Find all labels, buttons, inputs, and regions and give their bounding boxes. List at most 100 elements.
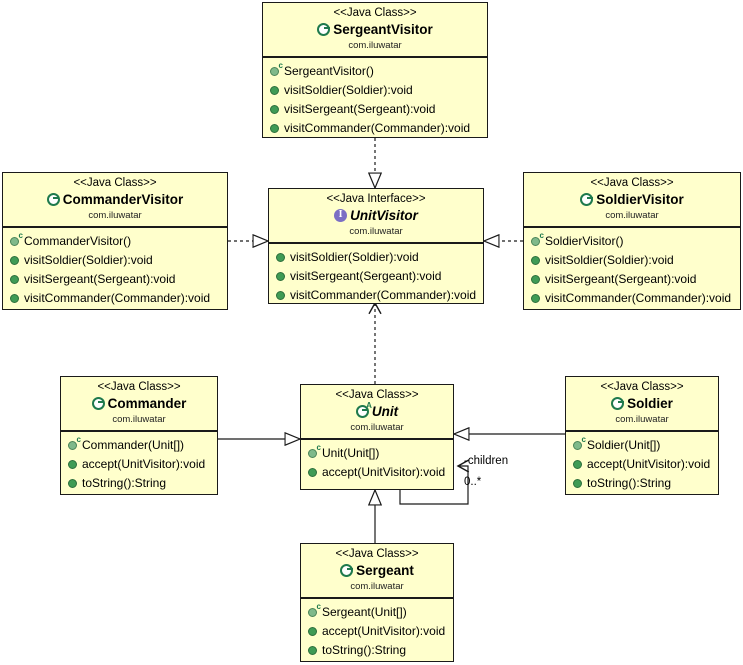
member-row[interactable]: c Soldier(Unit[]) bbox=[571, 436, 714, 455]
member-row[interactable]: visitCommander(Commander):void bbox=[529, 289, 736, 308]
member-label: Commander(Unit[]) bbox=[82, 438, 185, 452]
member-row[interactable]: visitSoldier(Soldier):void bbox=[529, 251, 736, 270]
method-icon bbox=[308, 468, 317, 477]
member-label: toString():String bbox=[322, 643, 407, 657]
class-name: CommanderVisitor bbox=[62, 192, 184, 207]
member-row[interactable]: c SergeantVisitor() bbox=[268, 62, 483, 81]
method-icon bbox=[573, 460, 582, 469]
member-label: SoldierVisitor() bbox=[545, 234, 624, 248]
constructor-icon: c bbox=[270, 62, 283, 76]
member-label: toString():String bbox=[587, 476, 672, 490]
member-row[interactable]: visitSergeant(Sergeant):void bbox=[8, 270, 223, 289]
member-row[interactable]: c Sergeant(Unit[]) bbox=[306, 603, 449, 622]
member-row[interactable]: visitCommander(Commander):void bbox=[268, 119, 483, 138]
constructor-icon: c bbox=[308, 444, 321, 458]
member-row[interactable]: accept(UnitVisitor):void bbox=[66, 455, 213, 474]
member-row[interactable]: visitSergeant(Sergeant):void bbox=[268, 100, 483, 119]
class-name: SergeantVisitor bbox=[333, 22, 433, 37]
association-multiplicity-label: 0..* bbox=[464, 476, 482, 488]
member-row[interactable]: visitSoldier(Soldier):void bbox=[268, 81, 483, 100]
member-label: accept(UnitVisitor):void bbox=[322, 624, 446, 638]
class-name: Unit bbox=[371, 404, 399, 419]
member-row[interactable]: visitSergeant(Sergeant):void bbox=[274, 267, 479, 286]
stereotype-label: <<Java Class>> bbox=[590, 177, 674, 189]
member-row[interactable]: accept(UnitVisitor):void bbox=[571, 455, 714, 474]
stereotype-label: <<Java Class>> bbox=[97, 381, 181, 393]
class-header: <<Java Class>> CommanderVisitor com.iluw… bbox=[3, 173, 227, 227]
constructor-icon: c bbox=[10, 232, 23, 246]
class-name: Soldier bbox=[627, 396, 673, 411]
interface-name: UnitVisitor bbox=[350, 208, 418, 223]
method-icon bbox=[531, 275, 540, 284]
member-row[interactable]: c Commander(Unit[]) bbox=[66, 436, 213, 455]
stereotype-label: <<Java Class>> bbox=[73, 177, 157, 189]
package-label: com.iluwatar bbox=[605, 210, 659, 221]
method-icon bbox=[10, 294, 19, 303]
member-label: accept(UnitVisitor):void bbox=[322, 465, 446, 479]
member-list: c Sergeant(Unit[]) accept(UnitVisitor):v… bbox=[301, 598, 453, 664]
method-icon bbox=[308, 627, 317, 636]
constructor-icon: c bbox=[531, 232, 544, 246]
class-header: <<Java Class>> SergeantVisitor com.iluwa… bbox=[263, 3, 487, 57]
constructor-icon: c bbox=[308, 603, 321, 617]
stereotype-label: <<Java Interface>> bbox=[326, 193, 426, 205]
member-list: c SergeantVisitor() visitSoldier(Soldier… bbox=[263, 57, 487, 142]
method-icon bbox=[531, 294, 540, 303]
member-row[interactable]: visitSergeant(Sergeant):void bbox=[529, 270, 736, 289]
class-header: <<Java Class>> Soldier com.iluwatar bbox=[566, 377, 718, 431]
class-box-commander[interactable]: <<Java Class>> Commander com.iluwatar c … bbox=[60, 376, 218, 495]
java-class-icon bbox=[46, 193, 60, 206]
member-row[interactable]: toString():String bbox=[571, 474, 714, 493]
class-title-line: CommanderVisitor bbox=[9, 191, 221, 208]
member-row[interactable]: accept(UnitVisitor):void bbox=[306, 622, 449, 641]
member-label: visitSoldier(Soldier):void bbox=[284, 83, 413, 97]
method-icon bbox=[276, 291, 285, 300]
class-box-unit[interactable]: <<Java Class>> A Unit com.iluwatar c Uni… bbox=[300, 384, 454, 490]
member-label: SergeantVisitor() bbox=[284, 64, 374, 78]
package-label: com.iluwatar bbox=[88, 210, 142, 221]
member-row[interactable]: visitCommander(Commander):void bbox=[274, 286, 479, 305]
method-icon bbox=[68, 460, 77, 469]
member-label: Soldier(Unit[]) bbox=[587, 438, 661, 452]
member-row[interactable]: visitCommander(Commander):void bbox=[8, 289, 223, 308]
class-box-commandervisitor[interactable]: <<Java Class>> CommanderVisitor com.iluw… bbox=[2, 172, 228, 310]
member-row[interactable]: toString():String bbox=[66, 474, 213, 493]
member-label: visitSoldier(Soldier):void bbox=[545, 253, 674, 267]
member-label: visitCommander(Commander):void bbox=[24, 291, 211, 305]
member-row[interactable]: accept(UnitVisitor):void bbox=[306, 463, 449, 482]
class-header: <<Java Class>> A Unit com.iluwatar bbox=[301, 385, 453, 439]
class-box-soldier[interactable]: <<Java Class>> Soldier com.iluwatar c So… bbox=[565, 376, 719, 495]
member-label: Sergeant(Unit[]) bbox=[322, 605, 407, 619]
member-label: visitCommander(Commander):void bbox=[284, 121, 471, 135]
member-row[interactable]: c SoldierVisitor() bbox=[529, 232, 736, 251]
java-interface-icon bbox=[334, 208, 348, 222]
method-icon bbox=[276, 253, 285, 262]
method-icon bbox=[276, 272, 285, 281]
class-title-line: Commander bbox=[67, 395, 211, 412]
member-label: accept(UnitVisitor):void bbox=[82, 457, 206, 471]
class-box-sergeantvisitor[interactable]: <<Java Class>> SergeantVisitor com.iluwa… bbox=[262, 2, 488, 138]
class-box-soldiervisitor[interactable]: <<Java Class>> SoldierVisitor com.iluwat… bbox=[523, 172, 741, 310]
interface-title-line: UnitVisitor bbox=[275, 207, 477, 224]
member-row[interactable]: toString():String bbox=[306, 641, 449, 660]
member-row[interactable]: c Unit(Unit[]) bbox=[306, 444, 449, 463]
member-list: c SoldierVisitor() visitSoldier(Soldier)… bbox=[524, 227, 740, 312]
java-class-icon bbox=[91, 397, 105, 410]
member-list: c Commander(Unit[]) accept(UnitVisitor):… bbox=[61, 431, 217, 497]
stereotype-label: <<Java Class>> bbox=[335, 548, 419, 560]
class-box-sergeant[interactable]: <<Java Class>> Sergeant com.iluwatar c S… bbox=[300, 543, 454, 662]
member-label: accept(UnitVisitor):void bbox=[587, 457, 711, 471]
class-header: <<Java Class>> Commander com.iluwatar bbox=[61, 377, 217, 431]
member-row[interactable]: c CommanderVisitor() bbox=[8, 232, 223, 251]
method-icon bbox=[531, 256, 540, 265]
interface-box-unitvisitor[interactable]: <<Java Interface>> UnitVisitor com.iluwa… bbox=[268, 188, 484, 304]
member-label: visitSergeant(Sergeant):void bbox=[545, 272, 697, 286]
method-icon bbox=[68, 479, 77, 488]
method-icon bbox=[270, 86, 279, 95]
member-row[interactable]: visitSoldier(Soldier):void bbox=[274, 248, 479, 267]
method-icon bbox=[10, 256, 19, 265]
member-row[interactable]: visitSoldier(Soldier):void bbox=[8, 251, 223, 270]
package-label: com.iluwatar bbox=[348, 40, 402, 51]
package-label: com.iluwatar bbox=[349, 226, 403, 237]
